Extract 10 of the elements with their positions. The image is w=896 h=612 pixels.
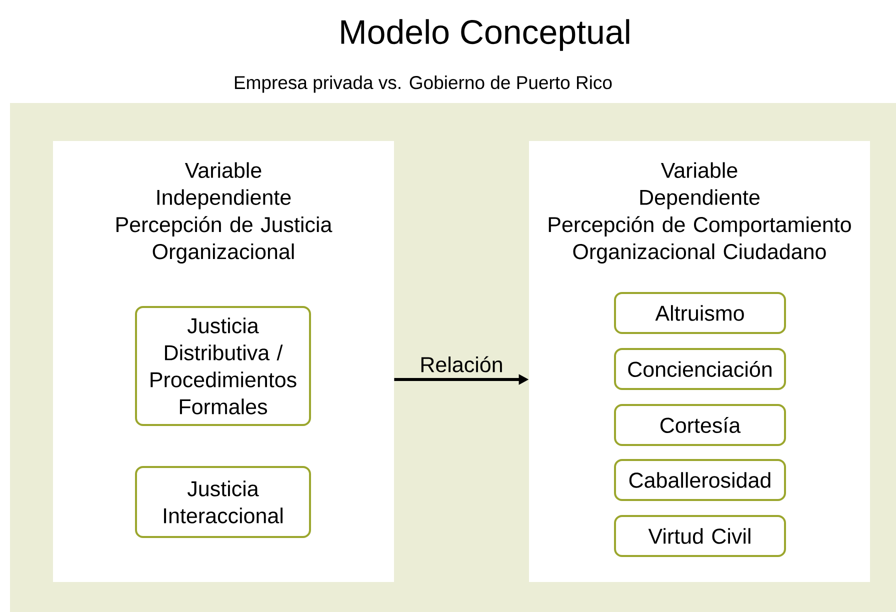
concept-box: Concienciación xyxy=(614,348,786,390)
concept-box: Cortesía xyxy=(614,404,786,446)
concept-box: Virtud Civil xyxy=(614,515,786,557)
concept-box: Justicia Interaccional xyxy=(135,466,311,538)
edge-label: Relación xyxy=(421,356,502,372)
concept-box: Altruismo xyxy=(614,292,786,334)
concept-box: Caballerosidad xyxy=(614,459,786,501)
title: Modelo Conceptual xyxy=(341,19,630,51)
concept-box: Justicia Distributiva / Procedimientos Formales xyxy=(135,306,311,426)
node-label: Empresa privada vs. Gobierno de Puerto Rico xyxy=(234,76,612,93)
